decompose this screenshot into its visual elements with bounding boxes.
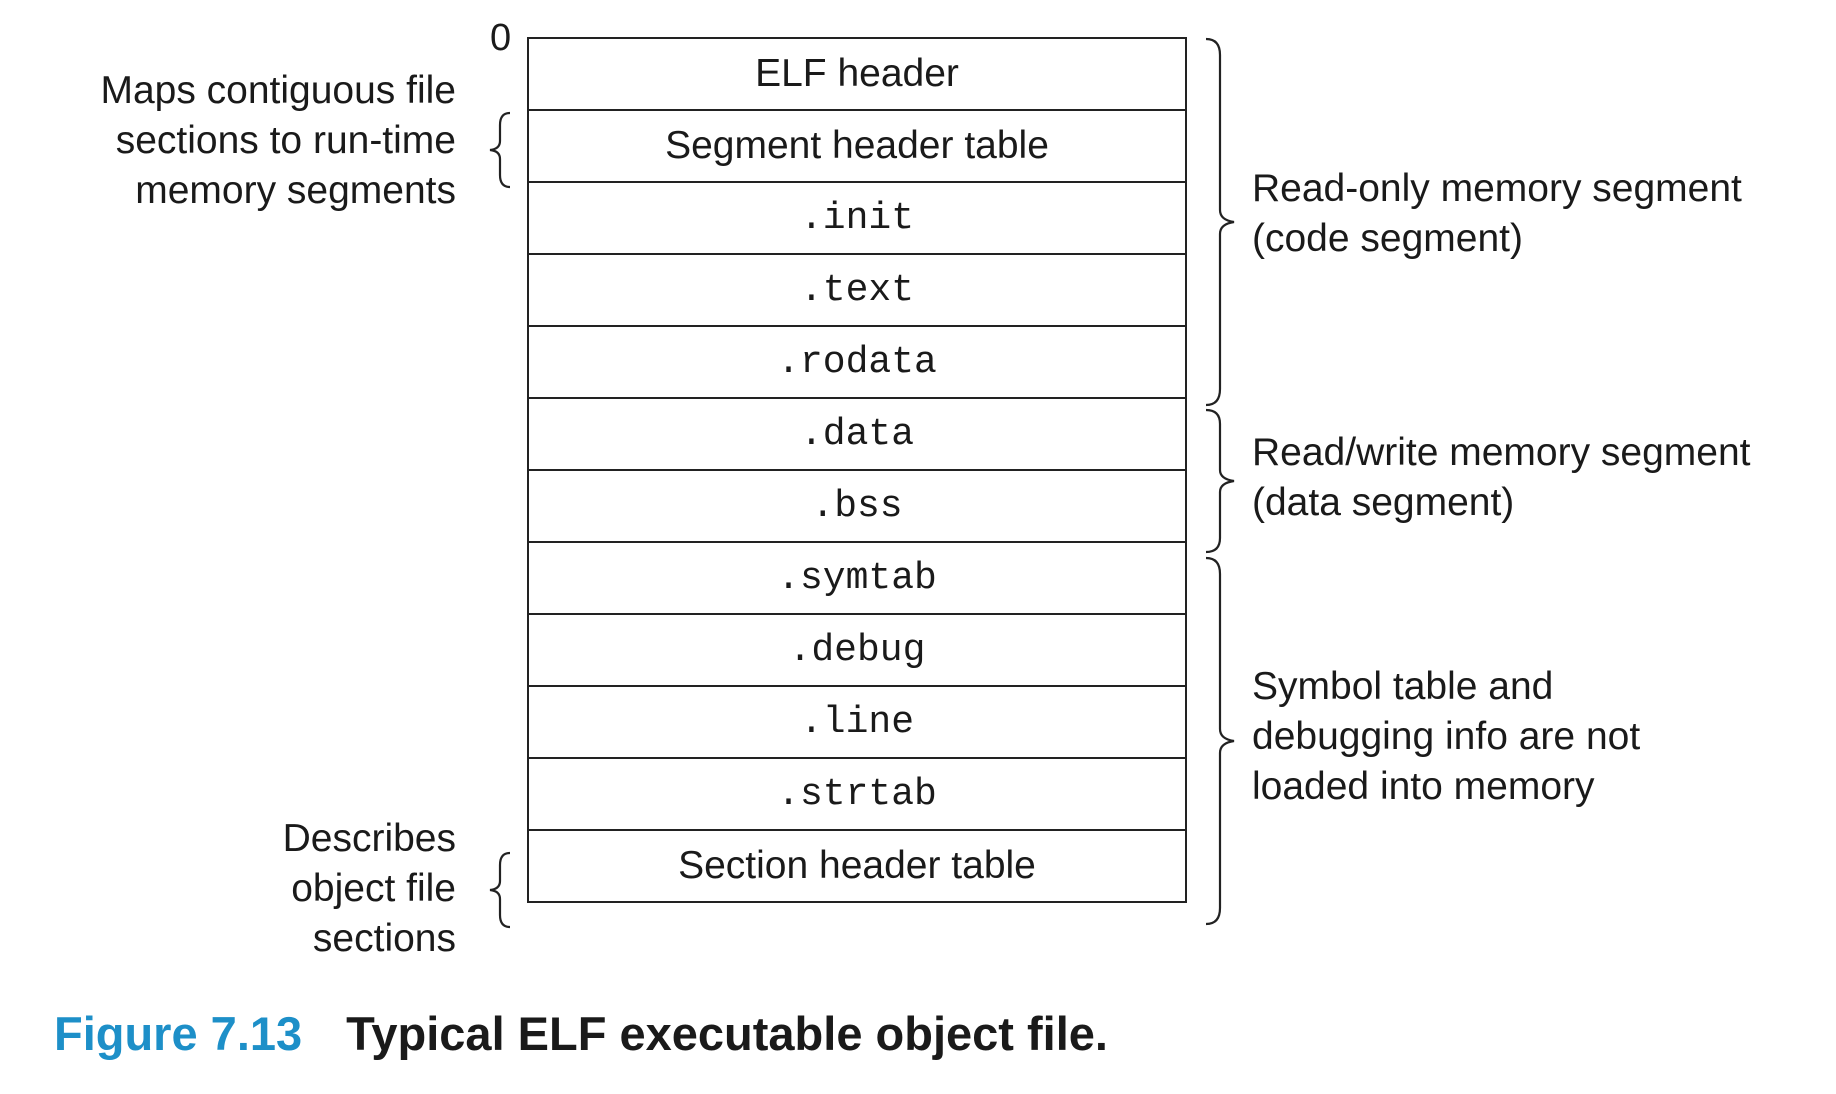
section-label: .data <box>799 412 915 456</box>
section-segment-header-table: Segment header table <box>529 111 1185 183</box>
note-line: object file <box>291 867 456 910</box>
note-line: debugging info are not <box>1252 715 1641 758</box>
section-elf-header: ELF header <box>529 39 1185 111</box>
note-line: sections to run-time <box>115 119 456 162</box>
section-label: .line <box>799 700 915 744</box>
section-stack: ELF header Segment header table .init .t… <box>527 37 1187 903</box>
section-label: .symtab <box>777 556 937 600</box>
note-line: memory segments <box>135 169 456 212</box>
not-loaded-brace <box>1205 556 1235 926</box>
section-label: ELF header <box>755 52 959 95</box>
section-label: Section header table <box>678 844 1036 887</box>
figure-number: Figure 7.13 <box>54 1007 303 1060</box>
section-label: Segment header table <box>665 124 1049 167</box>
read-write-brace <box>1205 408 1235 554</box>
section-label: .rodata <box>777 340 937 384</box>
section-text: .text <box>529 255 1185 327</box>
note-line: Read/write memory segment <box>1252 431 1751 474</box>
not-loaded-note: Symbol table and debugging info are not … <box>1252 662 1640 812</box>
note-line: Read-only memory segment <box>1252 167 1742 210</box>
note-line: loaded into memory <box>1252 765 1595 808</box>
figure-caption: Figure 7.13 Typical ELF executable object… <box>54 1004 1108 1064</box>
section-bss: .bss <box>529 471 1185 543</box>
section-data: .data <box>529 399 1185 471</box>
section-label: .init <box>799 196 915 240</box>
note-line: (code segment) <box>1252 217 1523 260</box>
section-line: .line <box>529 687 1185 759</box>
section-label: .strtab <box>777 772 937 816</box>
segment-table-brace <box>489 111 511 189</box>
section-strtab: .strtab <box>529 759 1185 831</box>
read-only-brace <box>1205 37 1235 407</box>
read-write-note: Read/write memory segment (data segment) <box>1252 428 1751 528</box>
note-line: (data segment) <box>1252 481 1515 524</box>
section-debug: .debug <box>529 615 1185 687</box>
note-line: Maps contiguous file <box>100 69 456 112</box>
note-line: sections <box>312 917 456 960</box>
section-table-note: Describes object file sections <box>283 814 456 964</box>
segment-table-note: Maps contiguous file sections to run-tim… <box>100 66 456 216</box>
offset-zero-label: 0 <box>490 17 512 59</box>
section-rodata: .rodata <box>529 327 1185 399</box>
section-symtab: .symtab <box>529 543 1185 615</box>
section-label: .text <box>799 268 915 312</box>
read-only-note: Read-only memory segment (code segment) <box>1252 164 1742 264</box>
note-line: Symbol table and <box>1252 665 1554 708</box>
section-label: .debug <box>788 628 926 672</box>
section-table-brace <box>489 851 511 929</box>
figure-title: Typical ELF executable object file. <box>346 1007 1108 1060</box>
note-line: Describes <box>282 817 456 860</box>
section-section-header-table: Section header table <box>529 831 1185 903</box>
section-label: .bss <box>811 484 903 528</box>
section-init: .init <box>529 183 1185 255</box>
